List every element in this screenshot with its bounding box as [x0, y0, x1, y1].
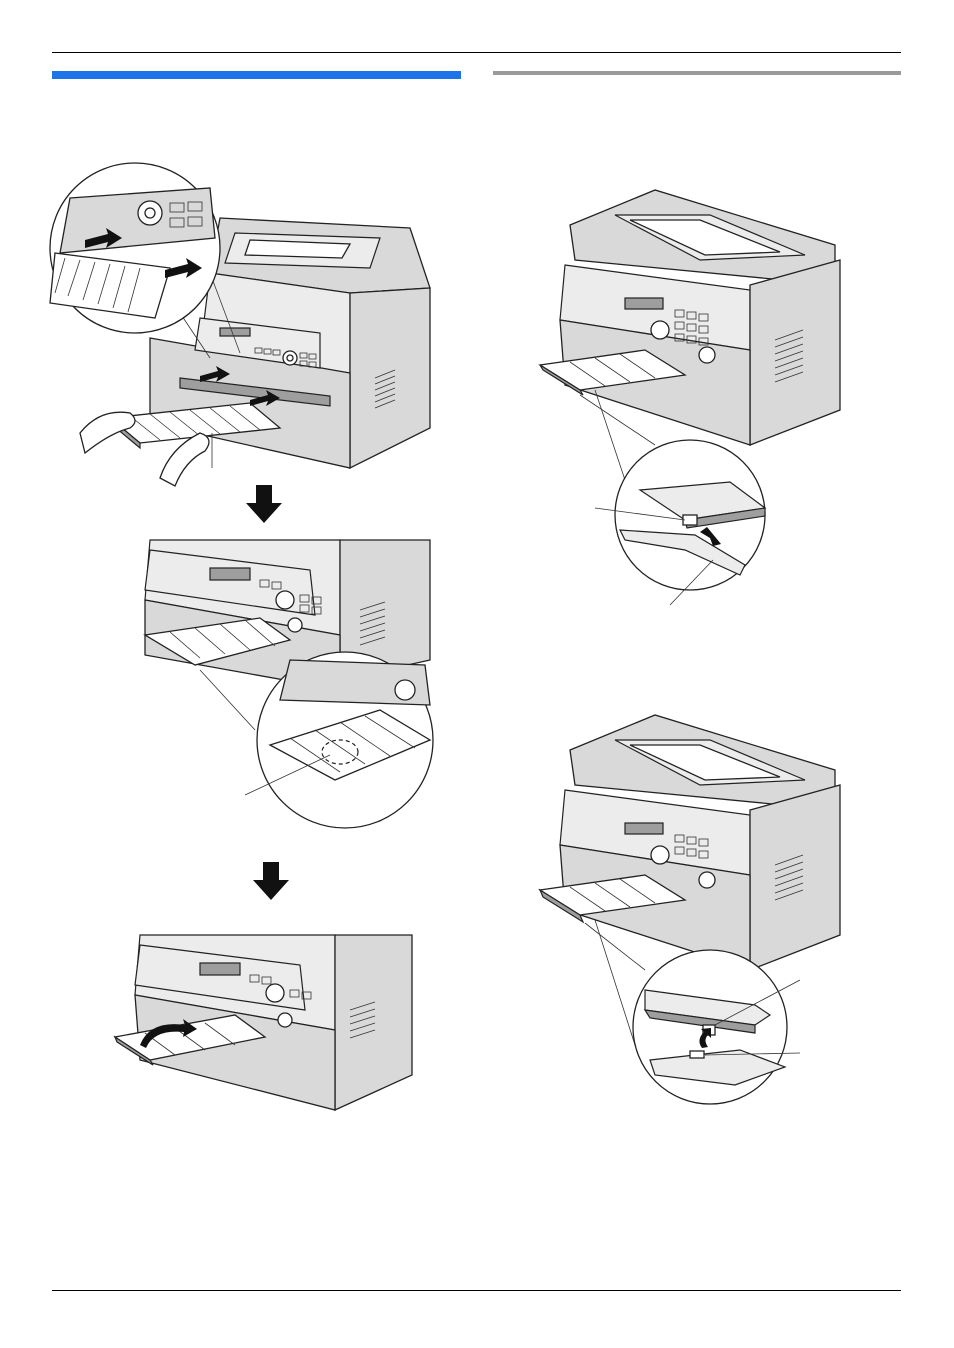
magnified-detail-circle — [200, 652, 433, 828]
figure-insert-output-tray — [50, 178, 450, 488]
down-arrow-icon — [246, 485, 282, 523]
printer-illustration — [560, 715, 840, 970]
right-section-heading-bar — [493, 71, 901, 75]
figure-pull-out-tray-extension — [140, 540, 440, 835]
figure-tray-attach-detail — [535, 190, 845, 605]
left-section-heading-bar — [52, 71, 461, 79]
footer-rule — [52, 1290, 901, 1291]
header-rule — [52, 52, 901, 53]
figure-tray-detach-detail — [540, 715, 845, 1105]
printer-illustration — [560, 190, 840, 445]
down-arrow-icon — [253, 862, 289, 900]
figure-flip-tray-tab — [115, 935, 415, 1113]
printer-illustration — [135, 935, 412, 1110]
